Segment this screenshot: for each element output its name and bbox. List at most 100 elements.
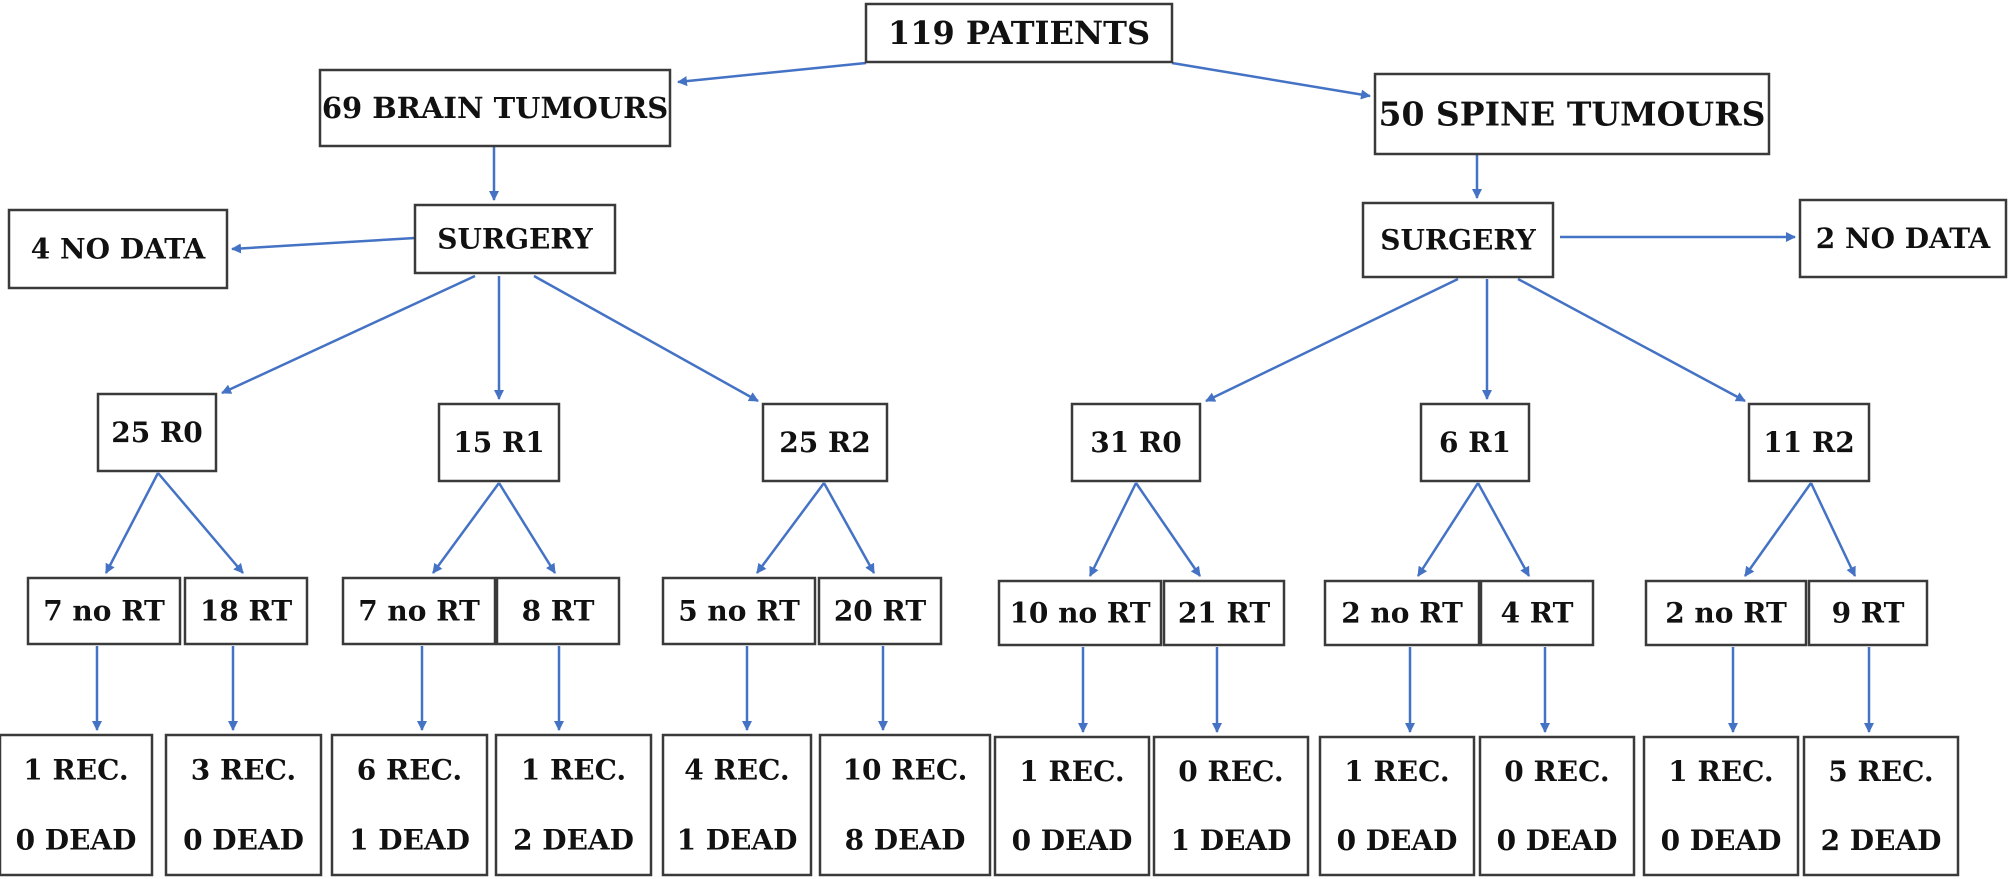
node-box <box>1373 72 1771 156</box>
arrow-b_r2-to-b_r2_nort <box>755 482 826 574</box>
arrow-s_r0-to-s_r0_nort <box>1088 482 1138 577</box>
node-label: 1 REC. <box>23 754 128 787</box>
node-box <box>1323 579 1481 647</box>
node-b_surgery: SURGERY <box>413 203 617 275</box>
node-box <box>495 576 621 646</box>
node-s_surgery: SURGERY <box>1361 201 1555 279</box>
node-label: 10 no RT <box>1009 597 1150 630</box>
node-box <box>818 733 992 877</box>
arrow-root-to-brain <box>677 61 867 87</box>
node-label: 0 DEAD <box>1661 824 1782 857</box>
node-label: 20 RT <box>834 595 926 628</box>
arrow-b_r2-to-b_r2_rt <box>822 482 876 574</box>
node-box <box>1802 735 1960 877</box>
node-b_r0: 25 R0 <box>96 392 218 473</box>
node-o3: 6 REC.1 DEAD <box>330 733 489 877</box>
node-box <box>817 576 943 646</box>
node-spine: 50 SPINE TUMOURS <box>1373 72 1771 156</box>
node-b_r2: 25 R2 <box>761 402 889 483</box>
node-label: 1 REC. <box>1668 755 1773 788</box>
node-box <box>96 392 218 473</box>
node-o2: 3 REC.0 DEAD <box>164 733 323 877</box>
node-b_nodata: 4 NO DATA <box>7 208 229 290</box>
node-s_r1: 6 R1 <box>1419 402 1531 483</box>
node-box <box>164 733 323 877</box>
node-box <box>26 576 182 646</box>
node-o6: 10 REC.8 DEAD <box>818 733 992 877</box>
node-o1: 1 REC. 0 DEAD <box>0 733 154 877</box>
node-label: 1 REC. <box>1344 755 1449 788</box>
node-box <box>437 402 561 483</box>
node-box <box>1162 579 1286 647</box>
node-box <box>1642 735 1800 877</box>
node-box <box>413 203 617 275</box>
node-box <box>1479 579 1595 647</box>
node-o10: 0 REC. 0 DEAD <box>1478 735 1636 877</box>
node-b_r0_rt: 18 RT <box>183 576 309 646</box>
node-b_r1: 15 R1 <box>437 402 561 483</box>
node-label: 0 DEAD <box>1012 824 1133 857</box>
node-label: 18 RT <box>200 595 292 628</box>
node-brain: 69 BRAIN TUMOURS <box>318 68 672 148</box>
node-box <box>1644 579 1808 647</box>
node-label: 21 RT <box>1178 597 1270 630</box>
arrow-b_r0-to-b_r0_nort <box>104 472 160 574</box>
node-label: 0 DEAD <box>1497 824 1618 857</box>
node-label: 6 REC. <box>357 754 462 787</box>
node-label: 1 REC. <box>1019 755 1124 788</box>
node-label: 8 RT <box>522 595 595 628</box>
node-box <box>183 576 309 646</box>
node-box <box>318 68 672 148</box>
node-box <box>761 402 889 483</box>
arrow-b_surgery-to-b_r2 <box>533 274 759 403</box>
node-label: 11 R2 <box>1763 426 1854 459</box>
node-label: 1 DEAD <box>1171 824 1292 857</box>
arrow-b_surgery-to-b_r0 <box>221 274 476 395</box>
node-box <box>7 208 229 290</box>
node-box <box>993 735 1151 877</box>
node-b_r0_nort: 7 no RT <box>26 576 182 646</box>
node-label: SURGERY <box>1380 224 1537 257</box>
node-box <box>1478 735 1636 877</box>
node-s_r1_rt: 4 RT <box>1479 579 1595 647</box>
node-label: 0 DEAD <box>183 824 304 857</box>
node-label: 2 DEAD <box>1821 824 1942 857</box>
node-box <box>661 733 813 877</box>
node-b_r2_rt: 20 RT <box>817 576 943 646</box>
arrow-s_surgery-to-s_r2 <box>1517 277 1746 403</box>
node-box <box>661 576 817 646</box>
arrow-root-to-spine <box>1171 61 1371 100</box>
node-box <box>1361 201 1555 279</box>
node-label: 5 REC. <box>1828 755 1933 788</box>
node-label: 50 SPINE TUMOURS <box>1379 95 1766 134</box>
node-box <box>0 733 154 877</box>
node-label: 4 REC. <box>684 754 789 787</box>
node-s_r1_nort: 2 no RT <box>1323 579 1481 647</box>
node-label: 0 DEAD <box>16 824 137 857</box>
arrow-s_r2-to-s_r2_nort <box>1743 482 1813 577</box>
arrow-b_surgery-to-b_nodata <box>231 236 416 254</box>
arrow-b_r0-to-b_r0_rt <box>157 472 244 574</box>
node-o12: 5 REC. 2 DEAD <box>1802 735 1960 877</box>
node-b_r1_nort: 7 no RT <box>341 576 497 646</box>
node-label: 69 BRAIN TUMOURS <box>322 91 668 125</box>
node-label: 1 REC. <box>521 754 626 787</box>
node-label: 0 REC. <box>1504 755 1609 788</box>
node-o5: 4 REC. 1 DEAD <box>661 733 813 877</box>
node-label: 9 RT <box>1832 597 1905 630</box>
node-s_nodata: 2 NO DATA <box>1798 198 2008 279</box>
node-label: 4 NO DATA <box>31 233 207 266</box>
connector-layer <box>92 61 1874 733</box>
node-label: 8 DEAD <box>845 824 966 857</box>
node-o11: 1 REC. 0 DEAD <box>1642 735 1800 877</box>
node-box <box>330 733 489 877</box>
node-s_r0: 31 R0 <box>1070 402 1202 483</box>
node-o8: 0 REC.1 DEAD <box>1152 735 1310 877</box>
node-root: 119 PATIENTS <box>864 2 1174 64</box>
node-label: 6 R1 <box>1439 426 1511 459</box>
node-label: 1 DEAD <box>677 824 798 857</box>
arrow-s_r2-to-s_r2_rt <box>1809 482 1857 577</box>
node-label: 2 no RT <box>1341 597 1463 630</box>
arrow-s_r0-to-s_r0_rt <box>1134 482 1202 577</box>
